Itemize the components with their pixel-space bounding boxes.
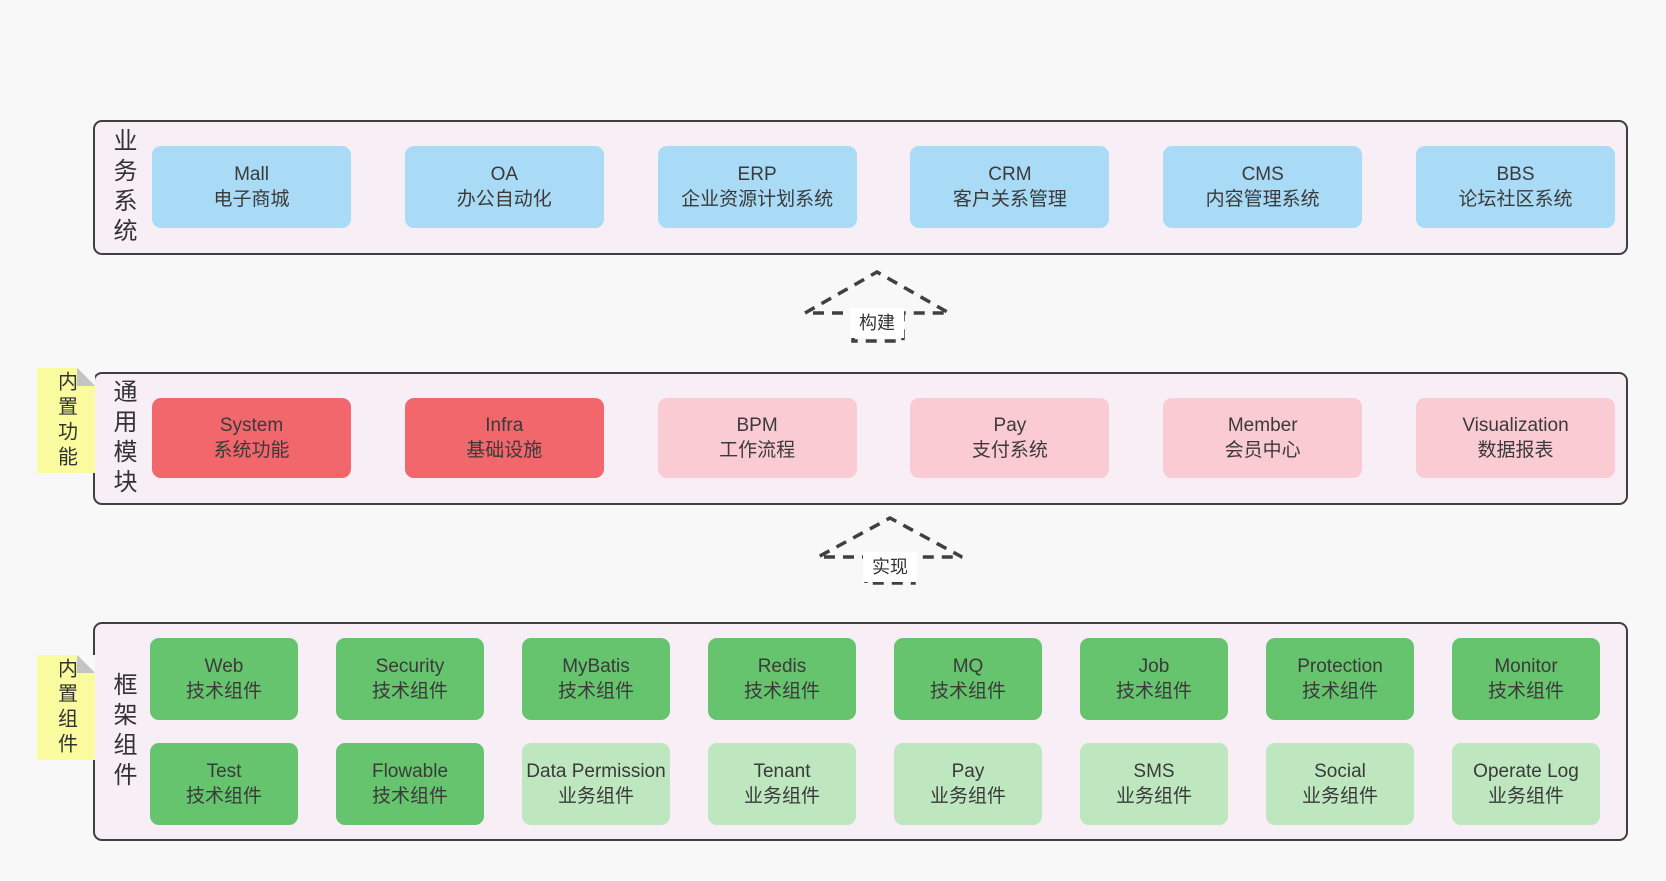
box-pay-module: Pay 支付系统 — [910, 398, 1110, 478]
box-cms: CMS 内容管理系统 — [1163, 146, 1363, 228]
box-visualization: Visualization 数据报表 — [1415, 398, 1615, 478]
box-bpm: BPM 工作流程 — [657, 398, 857, 478]
modules-boxes-row: System 系统功能 Infra 基础设施 BPM 工作流程 Pay 支付系统… — [152, 398, 1615, 478]
box-bbs: BBS 论坛社区系统 — [1415, 146, 1615, 228]
box-infra: Infra 基础设施 — [404, 398, 604, 478]
layer-framework-components: 框架组件 Web 技术组件 Security 技术组件 MyBatis 技术组件… — [93, 622, 1628, 841]
box-test: Test 技术组件 — [150, 743, 298, 825]
box-redis: Redis 技术组件 — [708, 638, 856, 720]
box-oa: OA 办公自动化 — [404, 146, 604, 228]
box-social: Social 业务组件 — [1266, 743, 1414, 825]
box-security: Security 技术组件 — [336, 638, 484, 720]
business-boxes-row: Mall 电子商城 OA 办公自动化 ERP 企业资源计划系统 CRM 客户关系… — [152, 146, 1615, 228]
box-sms: SMS 业务组件 — [1080, 743, 1228, 825]
box-mybatis: MyBatis 技术组件 — [522, 638, 670, 720]
framework-boxes-row-2: Test 技术组件 Flowable 技术组件 Data Permission … — [150, 743, 1600, 825]
note-built-in-functions-label: 内置功能 — [54, 370, 77, 471]
layer-business-label: 业务系统 — [109, 127, 136, 248]
box-protection: Protection 技术组件 — [1266, 638, 1414, 720]
box-erp: ERP 企业资源计划系统 — [657, 146, 857, 228]
note-built-in-functions: 内置功能 — [37, 368, 95, 473]
box-flowable: Flowable 技术组件 — [336, 743, 484, 825]
box-system: System 系统功能 — [152, 398, 351, 478]
layer-common-modules: 通用模块 System 系统功能 Infra 基础设施 BPM 工作流程 Pay… — [93, 372, 1628, 505]
note-fold-corner — [77, 655, 95, 673]
layer-framework-label: 框架组件 — [109, 671, 136, 792]
framework-boxes-row-1: Web 技术组件 Security 技术组件 MyBatis 技术组件 Redi… — [150, 638, 1600, 720]
box-monitor: Monitor 技术组件 — [1452, 638, 1600, 720]
box-crm: CRM 客户关系管理 — [910, 146, 1110, 228]
box-web: Web 技术组件 — [150, 638, 298, 720]
box-member: Member 会员中心 — [1163, 398, 1363, 478]
box-mall: Mall 电子商城 — [152, 146, 351, 228]
box-pay-component: Pay 业务组件 — [894, 743, 1042, 825]
note-fold-corner — [77, 368, 95, 386]
note-built-in-components-label: 内置组件 — [54, 657, 77, 758]
note-built-in-components: 内置组件 — [37, 655, 95, 760]
box-job: Job 技术组件 — [1080, 638, 1228, 720]
box-mq: MQ 技术组件 — [894, 638, 1042, 720]
implement-arrow-label: 实现 — [863, 552, 917, 582]
box-operate-log: Operate Log 业务组件 — [1452, 743, 1600, 825]
box-data-permission: Data Permission 业务组件 — [522, 743, 670, 825]
layer-business-systems: 业务系统 Mall 电子商城 OA 办公自动化 ERP 企业资源计划系统 CRM… — [93, 120, 1628, 255]
box-tenant: Tenant 业务组件 — [708, 743, 856, 825]
build-arrow-label: 构建 — [850, 308, 904, 338]
layer-modules-label: 通用模块 — [109, 378, 136, 499]
